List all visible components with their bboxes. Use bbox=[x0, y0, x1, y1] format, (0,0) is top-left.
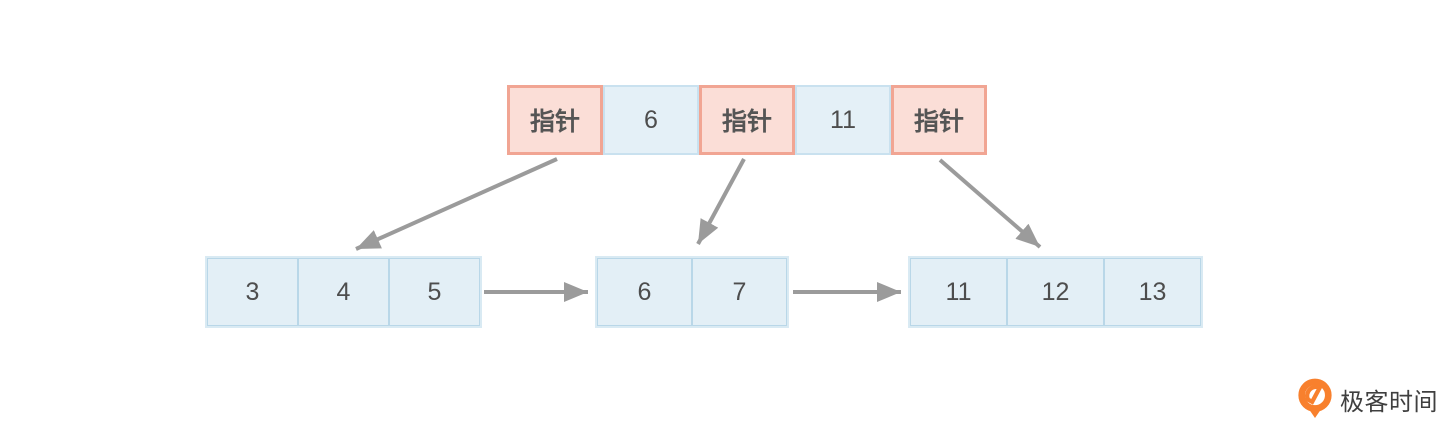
leaf-node-2: 6 7 bbox=[595, 256, 789, 328]
arrow-pointer1-to-leaf1 bbox=[355, 157, 558, 251]
leaf2-cell-6: 6 bbox=[597, 258, 692, 326]
key-cell-6: 6 bbox=[603, 85, 699, 155]
geektime-icon bbox=[1298, 378, 1332, 418]
key-cell-11: 11 bbox=[795, 85, 891, 155]
leaf3-cell-13: 13 bbox=[1104, 258, 1201, 326]
geektime-wordmark: 极客时间 bbox=[1340, 388, 1438, 416]
leaf1-cell-3: 3 bbox=[207, 258, 298, 326]
leaf-node-3: 11 12 13 bbox=[908, 256, 1203, 328]
arrow-pointer3-to-leaf3 bbox=[938, 158, 1042, 249]
leaf3-cell-12: 12 bbox=[1007, 258, 1104, 326]
geektime-logo: 极客时间 bbox=[1296, 377, 1438, 421]
leaf1-cell-4: 4 bbox=[298, 258, 389, 326]
leaf1-cell-5: 5 bbox=[389, 258, 480, 326]
pointer-cell-3: 指针 bbox=[891, 85, 987, 155]
leaf3-cell-11: 11 bbox=[910, 258, 1007, 326]
arrow-pointer2-to-leaf2 bbox=[696, 158, 746, 245]
leaf-node-1: 3 4 5 bbox=[205, 256, 482, 328]
internal-node: 指针 6 指针 11 指针 bbox=[507, 85, 987, 155]
pointer-cell-2: 指针 bbox=[699, 85, 795, 155]
pointer-cell-1: 指针 bbox=[507, 85, 603, 155]
leaf2-cell-7: 7 bbox=[692, 258, 787, 326]
